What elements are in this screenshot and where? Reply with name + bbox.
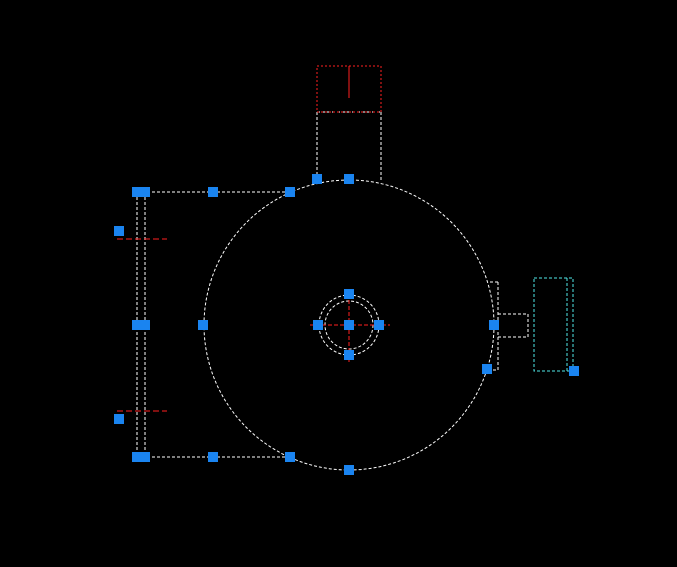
square-grip-icon[interactable] [140, 320, 150, 330]
square-grip-icon[interactable] [208, 452, 218, 462]
right-terminal-box[interactable] [533, 277, 574, 372]
square-grip-icon[interactable] [313, 320, 323, 330]
square-grip-icon[interactable] [482, 364, 492, 374]
square-grip-icon[interactable] [489, 320, 499, 330]
square-grip-icon[interactable] [132, 320, 142, 330]
square-grip-icon[interactable] [312, 174, 322, 184]
square-grip-icon[interactable] [132, 187, 142, 197]
left-housing[interactable] [136, 191, 290, 458]
hidden-lines [533, 277, 574, 372]
square-grip-icon[interactable] [344, 174, 354, 184]
square-grip-icon[interactable] [344, 289, 354, 299]
square-grip-icon[interactable] [132, 452, 142, 462]
square-grip-icon[interactable] [285, 452, 295, 462]
selection-grips [114, 174, 579, 475]
square-grip-icon[interactable] [344, 350, 354, 360]
square-grip-icon[interactable] [569, 366, 579, 376]
top-boss[interactable] [316, 111, 382, 181]
square-grip-icon[interactable] [344, 465, 354, 475]
right-connector[interactable] [488, 281, 529, 371]
square-grip-icon[interactable] [114, 226, 124, 236]
square-grip-icon[interactable] [114, 414, 124, 424]
square-grip-icon[interactable] [140, 187, 150, 197]
selected-geometry [136, 111, 529, 471]
square-grip-icon[interactable] [140, 452, 150, 462]
square-grip-icon[interactable] [208, 187, 218, 197]
square-grip-icon[interactable] [198, 320, 208, 330]
square-grip-icon[interactable] [374, 320, 384, 330]
square-grip-icon[interactable] [344, 320, 354, 330]
square-grip-icon[interactable] [285, 187, 295, 197]
